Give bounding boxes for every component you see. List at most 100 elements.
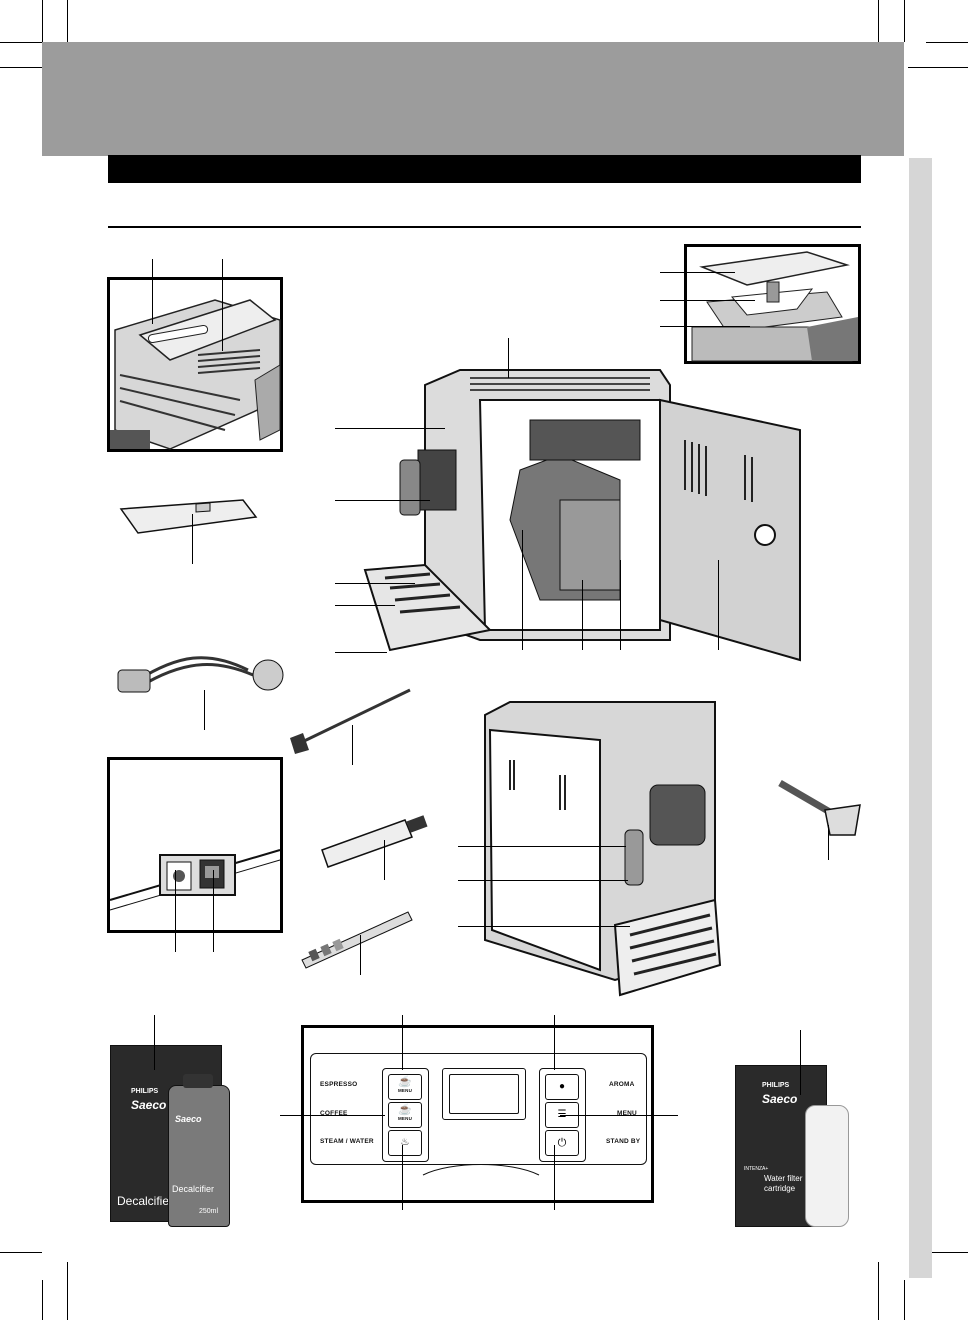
power-switch-illustration [109, 849, 281, 911]
callout-line [828, 825, 829, 860]
decalcifier-product: PHILIPS Saeco Decalcifier Saeco Decalcif… [110, 1040, 250, 1227]
filter-name-line1: Water filter [764, 1174, 803, 1183]
callout-line [522, 530, 523, 650]
cleaning-brush-illustration [290, 688, 411, 754]
callout-line [582, 580, 583, 650]
crop-mark [904, 0, 905, 42]
mug-icon: ☕ [398, 1104, 412, 1116]
display-screen [442, 1068, 526, 1120]
inset-power-switch [107, 757, 283, 933]
callout-line [660, 300, 755, 301]
coffee-button[interactable]: ☕ MENU [388, 1102, 422, 1128]
steam-water-button[interactable]: ♨ [388, 1130, 422, 1156]
espresso-menu-label: MENU [397, 1088, 413, 1093]
coffee-menu-label: MENU [397, 1116, 413, 1121]
callout-line [458, 926, 630, 927]
callout-line [560, 1115, 678, 1116]
steam-water-label: STEAM / WATER [320, 1138, 374, 1145]
callout-line [152, 259, 153, 324]
callout-line [335, 500, 430, 501]
control-panel: ESPRESSO ☕ MENU COFFEE ☕ MENU STEAM / WA… [301, 1025, 654, 1203]
crop-mark [0, 42, 42, 43]
bottle-cap [183, 1074, 213, 1088]
callout-line [192, 514, 193, 564]
machine-open-door-illustration [363, 369, 801, 662]
bottle-brand: Saeco [175, 1114, 202, 1124]
callout-line [554, 1145, 555, 1210]
callout-line [384, 840, 385, 880]
inset-top-lid [107, 277, 283, 452]
callout-line [508, 338, 509, 378]
espresso-button[interactable]: ☕ MENU [388, 1074, 422, 1100]
side-tab [909, 158, 932, 1278]
crop-mark [42, 0, 43, 42]
box-brand-top: PHILIPS [131, 1088, 159, 1095]
crop-mark [0, 67, 60, 68]
drip-outline [422, 1164, 540, 1176]
header-band [42, 42, 904, 156]
standby-button[interactable]: ⏻ [545, 1130, 579, 1156]
callout-line [800, 1030, 801, 1095]
callout-line [222, 259, 223, 351]
menu-label: MENU [617, 1110, 637, 1117]
callout-line [402, 1015, 403, 1070]
bean-hopper-illustration [687, 247, 858, 362]
decalcifier-bottle: Saeco Decalcifier 250ml [168, 1074, 230, 1227]
filter-brand-top: PHILIPS [762, 1082, 790, 1089]
measuring-scoop-illustration [778, 779, 861, 836]
box-brand: Saeco [131, 1098, 167, 1112]
crop-mark [908, 67, 968, 68]
callout-line [213, 870, 214, 952]
standby-label: STAND BY [606, 1138, 641, 1145]
callout-line [335, 583, 415, 584]
crop-mark [67, 0, 68, 60]
hopper-lid-accessory [119, 499, 258, 534]
crop-mark [42, 1280, 43, 1320]
coffee-label: COFFEE [320, 1110, 348, 1117]
crop-mark [0, 1252, 42, 1253]
water-filter-product: PHILIPS Saeco INTENZA+ Water filter cart… [735, 1065, 860, 1230]
grease-tube-illustration [321, 815, 428, 868]
callout-line [154, 1015, 155, 1070]
aroma-label: AROMA [609, 1081, 635, 1088]
callout-line [660, 326, 750, 327]
callout-line [335, 428, 445, 429]
cup-icon: ☕ [398, 1076, 412, 1088]
lid-inset-illustration [110, 299, 281, 450]
steam-water-icon: ♨ [400, 1137, 410, 1148]
callout-line [554, 1015, 555, 1070]
machine-front-illustration [484, 701, 722, 997]
crop-mark [904, 1280, 905, 1320]
crop-mark [926, 42, 968, 43]
filter-cartridge [805, 1105, 849, 1227]
power-cord-illustration [117, 656, 284, 693]
callout-line [402, 1145, 403, 1210]
heading-rule [108, 226, 861, 228]
menu-list-icon: ☰ [558, 1109, 567, 1120]
callout-line [280, 1115, 385, 1116]
filter-brand: Saeco [762, 1092, 798, 1106]
callout-line [175, 870, 176, 952]
callout-line [335, 652, 387, 653]
title-bar [108, 155, 861, 183]
espresso-label: ESPRESSO [320, 1081, 358, 1088]
callout-line [204, 690, 205, 730]
crop-mark [926, 1252, 968, 1253]
coffee-bean-icon: ● [558, 1081, 566, 1092]
filter-band-text: INTENZA+ [744, 1166, 769, 1172]
crop-mark [67, 1262, 68, 1320]
bottle-product-name: Decalcifier [172, 1184, 215, 1194]
water-hardness-test-strip [301, 911, 413, 969]
callout-line [458, 846, 626, 847]
callout-line [718, 560, 719, 650]
filter-name-line2: cartridge [764, 1184, 796, 1193]
box-product-name: Decalcifier [117, 1194, 174, 1208]
power-icon: ⏻ [557, 1137, 567, 1149]
callout-line [660, 272, 735, 273]
crop-mark [878, 1262, 879, 1320]
callout-line [620, 560, 621, 650]
crop-mark [878, 0, 879, 60]
aroma-button[interactable]: ● [545, 1074, 579, 1100]
callout-line [360, 935, 361, 975]
callout-line [458, 880, 628, 881]
